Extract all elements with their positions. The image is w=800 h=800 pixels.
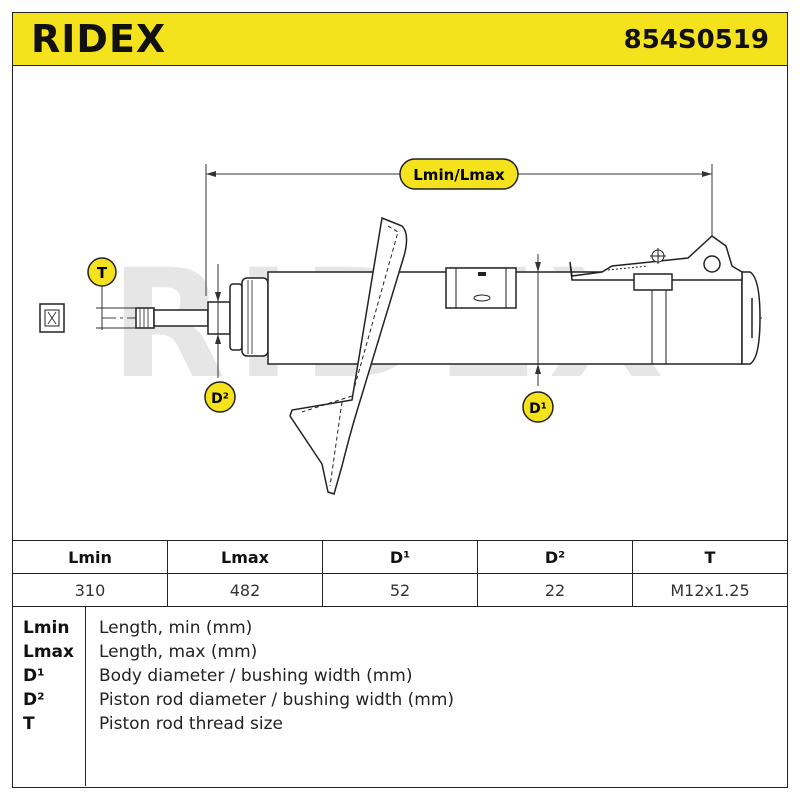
length-arrow-left <box>206 171 216 177</box>
specs-header-cell: T <box>632 540 788 574</box>
legend-description: Length, max (mm) <box>99 642 258 662</box>
piston-rod <box>153 309 209 327</box>
shock-absorber-diagram: RIDEX Lmin/Lmax T <box>39 158 762 495</box>
thread-label: T <box>97 264 108 282</box>
specs-value-cell: M12x1.25 <box>632 573 788 607</box>
specs-header-cell: Lmax <box>167 540 323 574</box>
length-label: Lmin/Lmax <box>413 166 505 184</box>
legend-description: Length, min (mm) <box>99 618 253 638</box>
legend-description: Piston rod diameter / bushing width (mm) <box>99 690 455 710</box>
sensor-clip <box>633 273 673 291</box>
legend-description: Piston rod thread size <box>99 714 284 734</box>
specs-header-cell: D¹ <box>322 540 478 574</box>
specs-header-row: Lmin Lmax D¹ D² T <box>12 540 788 574</box>
legend-term: D² <box>23 690 45 710</box>
specs-value-row: 310 482 52 22 M12x1.25 <box>12 573 788 607</box>
rod-diameter-label-box <box>204 381 236 413</box>
specs-value-cell: 482 <box>167 573 323 607</box>
specs-value-cell: 310 <box>12 573 168 607</box>
seal-cap <box>241 277 269 357</box>
legend-divider <box>85 606 86 786</box>
header-bar: RIDEX 854S0519 <box>12 12 788 66</box>
legend-box: Lmin Length, min (mm) Lmax Length, max (… <box>12 606 788 788</box>
length-arrow-right <box>702 171 712 177</box>
specs-header-cell: D² <box>477 540 633 574</box>
legend-term: Lmax <box>23 642 74 662</box>
part-number: 854S0519 <box>623 25 769 55</box>
legend-term: D¹ <box>23 666 45 686</box>
bracket-bolt-hole <box>703 255 721 273</box>
body-diameter-label: D¹ <box>529 401 547 417</box>
top-flange <box>229 283 243 351</box>
technical-drawing: RIDEX Lmin/Lmax T <box>12 66 788 540</box>
specs-table: Lmin Lmax D¹ D² T 310 482 52 22 M12x1.25 <box>12 540 788 607</box>
length-label-box <box>399 158 519 190</box>
rod-collar <box>207 301 231 335</box>
body-diameter-label-box <box>522 391 554 423</box>
specs-value-cell: 52 <box>322 573 478 607</box>
rod-thread <box>135 307 155 329</box>
legend-term: Lmin <box>23 618 70 638</box>
spring-seat <box>289 216 408 495</box>
rod-diameter-label: D² <box>211 391 229 407</box>
brand-logo: RIDEX <box>31 17 167 61</box>
legend-description: Body diameter / bushing width (mm) <box>99 666 413 686</box>
specs-value-cell: 22 <box>477 573 633 607</box>
specs-header-cell: Lmin <box>12 540 168 574</box>
legend-term: T <box>23 714 35 734</box>
bottom-cap <box>741 271 761 365</box>
